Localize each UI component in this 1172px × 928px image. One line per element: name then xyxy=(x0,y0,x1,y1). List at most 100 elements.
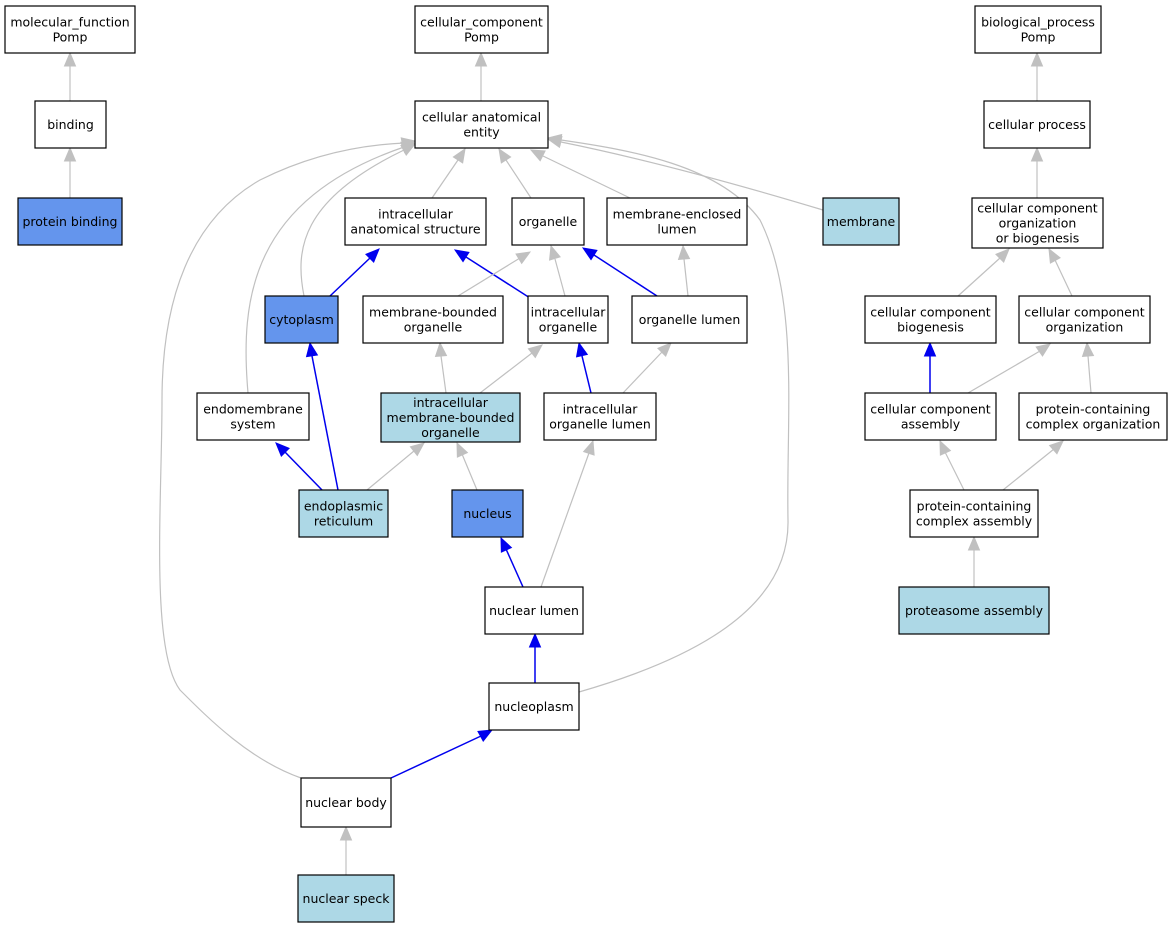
edge-cytoplasm-to-intracellular_anatomical_structure xyxy=(329,248,380,297)
arrowhead-icon xyxy=(529,149,546,162)
arrowhead-icon xyxy=(339,825,353,841)
edge-line xyxy=(431,159,459,199)
edge-cellular_anatomical_entity-to-cellular_component xyxy=(474,51,488,101)
node-box xyxy=(451,489,524,538)
node-membrane[interactable]: membrane xyxy=(822,197,900,246)
node-label: organelle xyxy=(421,425,480,440)
arrowhead-icon xyxy=(305,341,319,358)
edge-line xyxy=(300,149,405,297)
node-box xyxy=(983,100,1091,149)
node-label: complex organization xyxy=(1026,417,1161,432)
edge-cellular_process-to-biological_process xyxy=(1030,51,1044,101)
node-label: protein binding xyxy=(22,214,117,229)
arrowhead-icon xyxy=(657,342,672,357)
node-box xyxy=(864,392,997,441)
edge-line xyxy=(465,256,531,299)
nodes-layer: molecular_functionPompcellular_component… xyxy=(4,5,1168,923)
edge-line xyxy=(390,735,482,779)
node-box xyxy=(264,295,339,344)
node-box xyxy=(344,197,487,246)
node-label: binding xyxy=(47,117,94,132)
edge-intracellular_organelle-to-intracellular_anatomical_structure xyxy=(453,249,531,299)
node-protein-binding[interactable]: protein binding xyxy=(17,197,123,246)
node-organelle-lumen[interactable]: organelle lumen xyxy=(631,295,748,344)
edge-ccob-to-cellular_process xyxy=(1030,146,1044,198)
arrowhead-icon xyxy=(581,247,598,261)
node-cytoplasm[interactable]: cytoplasm xyxy=(264,295,339,344)
node-label: cellular component xyxy=(870,305,990,320)
edge-line xyxy=(461,453,478,491)
node-nucleoplasm[interactable]: nucleoplasm xyxy=(488,682,580,731)
node-label: organelle xyxy=(519,214,578,229)
edge-nuclear_body-to-cellular_anatomical_entity xyxy=(159,137,417,779)
node-label: anatomical structure xyxy=(350,222,480,237)
node-label: entity xyxy=(463,125,500,140)
node-box xyxy=(1018,392,1168,441)
arrowhead-icon xyxy=(409,442,426,457)
arrowhead-icon xyxy=(275,442,290,457)
edge-line xyxy=(957,257,1001,297)
node-label: molecular_function xyxy=(10,15,129,30)
node-label: proteasome assembly xyxy=(905,603,1044,618)
node-proteasome-assembly[interactable]: proteasome assembly xyxy=(898,586,1050,635)
edge-line xyxy=(554,258,566,297)
node-label: cellular component xyxy=(870,402,990,417)
edge-line xyxy=(1054,259,1073,297)
node-binding[interactable]: binding xyxy=(34,100,107,149)
node-label: Pomp xyxy=(464,30,499,45)
node-organelle[interactable]: organelle xyxy=(511,197,585,246)
edge-cc_organization-to-ccob xyxy=(1048,247,1073,297)
node-nuclear-speck[interactable]: nuclear speck xyxy=(297,874,395,923)
node-label: biogenesis xyxy=(897,320,964,335)
node-label: intracellular xyxy=(563,402,639,417)
node-label: nucleoplasm xyxy=(494,699,573,714)
edge-line xyxy=(440,355,447,394)
node-cellular-process[interactable]: cellular process xyxy=(983,100,1091,149)
node-box xyxy=(362,295,504,344)
node-label: endomembrane xyxy=(203,402,303,417)
arrowhead-icon xyxy=(515,251,532,265)
arrowhead-icon xyxy=(995,248,1010,263)
node-label: cytoplasm xyxy=(269,312,334,327)
arrowhead-icon xyxy=(1048,440,1064,455)
node-nuclear-body[interactable]: nuclear body xyxy=(300,777,392,828)
edge-nucleoplasm-to-nuclear_lumen xyxy=(528,632,542,683)
edge-intracellular_organelle-to-organelle xyxy=(548,244,566,297)
edge-endoplasmic_reticulum-to-imbo xyxy=(366,442,426,491)
edge-line xyxy=(622,351,663,394)
arrowhead-icon xyxy=(677,244,691,260)
node-box xyxy=(606,197,748,246)
edge-cc_biogenesis-to-ccob xyxy=(957,248,1010,297)
edge-line xyxy=(505,159,532,199)
node-box xyxy=(34,100,107,149)
node-nucleus[interactable]: nucleus xyxy=(451,489,524,538)
node-label: organization xyxy=(999,216,1077,231)
node-nuclear-lumen[interactable]: nuclear lumen xyxy=(484,586,584,635)
edge-line xyxy=(1002,448,1055,491)
node-box xyxy=(543,392,657,441)
arrowhead-icon xyxy=(575,341,589,358)
node-label: endoplasmic xyxy=(304,499,383,514)
arrowhead-icon xyxy=(528,632,542,648)
node-box xyxy=(17,197,123,246)
edge-nuclear_body-to-nucleoplasm xyxy=(390,729,494,779)
edge-line xyxy=(683,258,689,297)
